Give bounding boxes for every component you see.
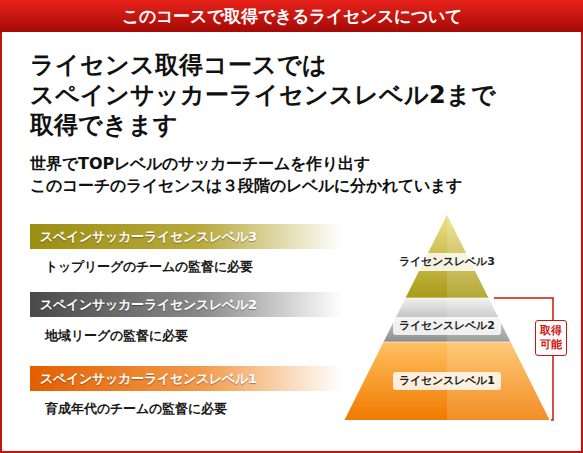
callout-box: 取得 可能 — [535, 320, 566, 356]
band-description: 育成年代のチームの監督に必要 — [45, 400, 227, 418]
pyramid-level-text: ライセンスレベル3 — [399, 255, 495, 269]
level-band — [30, 224, 342, 249]
band-heading: スペインサッカーライセンスレベル1 — [40, 366, 257, 391]
band-description: 地域リーグの監督に必要 — [45, 327, 188, 345]
band-heading: スペインサッカーライセンスレベル2 — [40, 292, 257, 317]
pyramid-level-text: ライセンスレベル2 — [399, 319, 495, 333]
headline: ライセンス取得コースでは スペインサッカーライセンスレベル2まで 取得できます — [30, 50, 560, 140]
band-description: トップリーグのチームの監督に必要 — [45, 258, 253, 276]
header-bar — [0, 0, 583, 32]
pyramid-level-text: ライセンスレベル1 — [399, 374, 495, 388]
callout-text: 取得 可能 — [539, 324, 562, 352]
pyramid-label: ライセンスレベル1 — [393, 372, 501, 390]
level-band — [30, 292, 342, 317]
pyramid — [345, 215, 550, 420]
bracket — [494, 298, 553, 420]
level-item: スペインサッカーライセンスレベル1 育成年代のチームの監督に必要 — [30, 366, 342, 418]
pyramid-label: ライセンスレベル3 — [393, 253, 501, 271]
level-item: スペインサッカーライセンスレベル2 地域リーグの監督に必要 — [30, 292, 342, 345]
pyramid-label: ライセンスレベル2 — [393, 317, 501, 335]
band-heading: スペインサッカーライセンスレベル3 — [40, 224, 257, 249]
subtitle: 世界でTOPレベルのサッカーチームを作り出す このコーチのライセンスは３段階のレ… — [30, 153, 560, 198]
header-title: このコースで取得できるライセンスについて — [0, 0, 583, 32]
level-item: スペインサッカーライセンスレベル3 トップリーグのチームの監督に必要 — [30, 224, 342, 276]
level-band — [30, 366, 342, 391]
